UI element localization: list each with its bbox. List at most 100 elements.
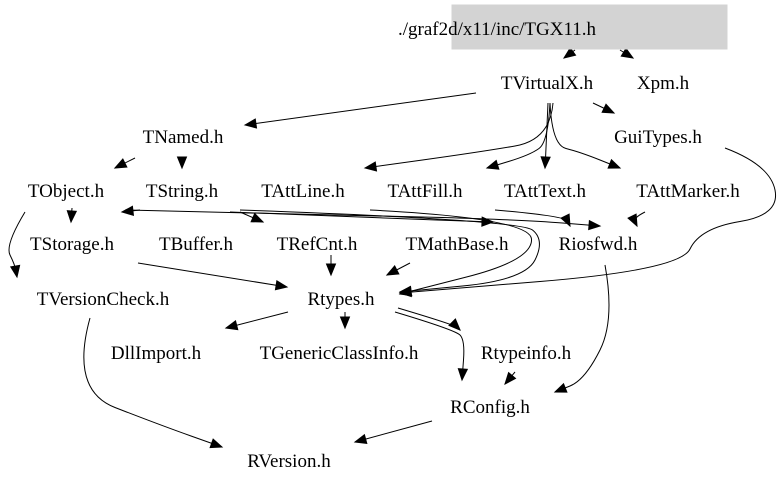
- edge-Rtypeinfo-to-RConfig: [504, 371, 517, 386]
- node-label: TStorage.h: [30, 234, 114, 255]
- arrowhead-icon: [620, 47, 635, 59]
- node-TAttText[interactable]: TAttText.h: [504, 181, 587, 202]
- edge-TVirtualX-to-TAttText: [540, 102, 551, 170]
- node-label: TRefCnt.h: [277, 234, 358, 255]
- arrowhead-icon: [385, 265, 400, 276]
- node-TStorage[interactable]: TStorage.h: [30, 234, 114, 255]
- node-TGX11[interactable]: ./graf2d/x11/inc/TGX11.h: [398, 4, 728, 50]
- arrowhead-icon: [353, 433, 368, 445]
- edge-TString-to-TMathBase: [229, 211, 495, 227]
- arrowhead-icon: [66, 210, 78, 224]
- node-DllImport[interactable]: DllImport.h: [111, 343, 202, 364]
- arrowhead-icon: [588, 219, 602, 231]
- arrowhead-icon: [339, 316, 351, 330]
- arrowhead-icon: [209, 438, 224, 449]
- node-Xpm[interactable]: Xpm.h: [637, 73, 690, 94]
- node-label: TMathBase.h: [406, 234, 509, 255]
- arrowhead-icon: [627, 213, 638, 228]
- node-TNamed[interactable]: TNamed.h: [143, 127, 224, 148]
- node-RConfig[interactable]: RConfig.h: [450, 397, 530, 418]
- node-label: DllImport.h: [111, 343, 202, 364]
- edge-TGX11-to-TVirtualX: [562, 46, 577, 59]
- arrowhead-icon: [224, 320, 239, 331]
- edge-TVirtualX-to-TAttLine: [363, 102, 554, 172]
- node-TObject[interactable]: TObject.h: [28, 181, 105, 202]
- node-RVersion[interactable]: RVersion.h: [247, 451, 331, 472]
- node-label: Riosfwd.h: [559, 234, 638, 255]
- node-label: RVersion.h: [247, 451, 331, 472]
- edge-TRefCnt-to-Rtypes: [325, 255, 337, 277]
- edge-Rtypes-to-TGenericClassInfo: [339, 312, 351, 330]
- node-TGenericClassInfo[interactable]: TGenericClassInfo.h: [260, 343, 419, 364]
- arrowhead-icon: [363, 161, 378, 172]
- edge-TMathBase-to-Rtypes: [385, 262, 411, 276]
- edge-TObject-to-TVersionCheck: [8, 211, 26, 279]
- node-label: TObject.h: [28, 181, 105, 202]
- arrowhead-icon: [540, 156, 551, 170]
- node-label: TVersionCheck.h: [37, 289, 170, 310]
- edge-TVirtualX-to-TAttMarker: [549, 102, 622, 169]
- arrowhead-icon: [448, 318, 461, 331]
- edge-line: [486, 102, 551, 169]
- node-TMathBase[interactable]: TMathBase.h: [406, 234, 509, 255]
- edge-TVersionCheck-to-RVersion: [83, 317, 224, 449]
- arrowhead-icon: [481, 216, 495, 227]
- node-Rtypeinfo[interactable]: Rtypeinfo.h: [481, 343, 572, 364]
- arrowhead-icon: [274, 279, 289, 291]
- node-label: TGenericClassInfo.h: [260, 343, 419, 364]
- edge-TObject-to-TStorage: [66, 207, 78, 224]
- edge-Rtypes-to-DllImport: [224, 311, 289, 331]
- edge-Riosfwd-to-RConfig: [553, 264, 610, 393]
- node-label: TBuffer.h: [159, 234, 234, 255]
- edge-line: [494, 209, 571, 227]
- arrowhead-icon: [562, 46, 577, 59]
- edge-line: [364, 102, 554, 169]
- edge-TAttMarker-to-Riosfwd: [627, 211, 646, 228]
- root-node-box: [451, 4, 728, 50]
- edge-TObject-to-TBuffer: [120, 205, 141, 216]
- edge-line: [124, 209, 601, 227]
- edge-TVirtualX-to-TAttFill: [485, 102, 551, 170]
- edge-line: [394, 311, 465, 381]
- node-label: ./graf2d/x11/inc/TGX11.h: [398, 19, 597, 40]
- arrowhead-icon: [250, 212, 265, 223]
- node-TBuffer[interactable]: TBuffer.h: [159, 234, 234, 255]
- edge-line: [397, 307, 461, 331]
- arrowhead-icon: [553, 382, 568, 393]
- edge-TVirtualX-to-TNamed: [243, 92, 477, 129]
- node-TAttFill[interactable]: TAttFill.h: [387, 181, 463, 202]
- edge-line: [369, 209, 533, 295]
- arrowhead-icon: [9, 264, 21, 279]
- node-label: Rtypes.h: [307, 289, 375, 310]
- edge-TVirtualX-to-GuiTypes: [592, 102, 616, 114]
- edge-line: [399, 147, 777, 294]
- arrowhead-icon: [176, 156, 188, 170]
- edge-TNamed-to-TObject: [113, 157, 136, 169]
- node-label: TVirtualX.h: [501, 73, 594, 94]
- node-Rtypes[interactable]: Rtypes.h: [307, 289, 375, 310]
- node-Riosfwd[interactable]: Riosfwd.h: [559, 234, 638, 255]
- edge-line: [239, 209, 540, 293]
- edge-line: [137, 262, 288, 288]
- node-GuiTypes[interactable]: GuiTypes.h: [614, 127, 702, 148]
- node-TAttMarker[interactable]: TAttMarker.h: [636, 181, 740, 202]
- edge-line: [354, 420, 433, 443]
- arrowhead-icon: [601, 103, 616, 114]
- node-TString[interactable]: TString.h: [146, 181, 219, 202]
- arrowhead-icon: [560, 213, 571, 228]
- edge-TString-to-TRefCnt: [239, 211, 265, 223]
- edge-Rtypes-to-Rtypeinfo: [394, 311, 469, 382]
- node-label: TAttText.h: [504, 181, 587, 202]
- arrowhead-icon: [607, 158, 622, 169]
- edge-TAttText-to-Riosfwd: [494, 209, 571, 228]
- node-TVirtualX[interactable]: TVirtualX.h: [501, 73, 594, 94]
- node-TRefCnt[interactable]: TRefCnt.h: [277, 234, 358, 255]
- arrowhead-icon: [485, 159, 500, 170]
- arrowhead-icon: [398, 286, 412, 298]
- edge-GuiTypes-to-Rtypes: [398, 147, 777, 298]
- node-TVersionCheck[interactable]: TVersionCheck.h: [37, 289, 170, 310]
- node-label: TAttFill.h: [387, 181, 463, 202]
- node-TAttLine[interactable]: TAttLine.h: [261, 181, 345, 202]
